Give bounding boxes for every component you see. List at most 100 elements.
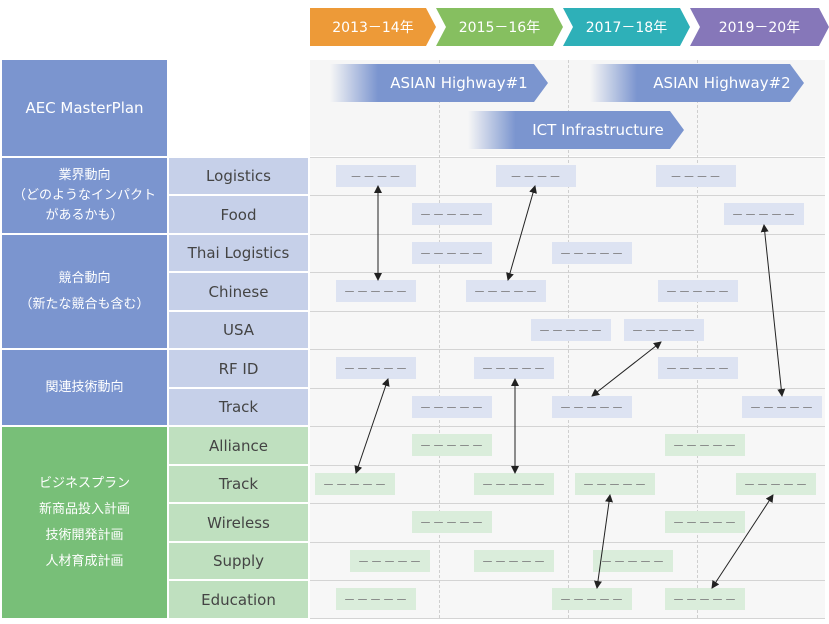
category-industry: 業界動向 （どのようなインパクト があるかも） [2,158,167,233]
sub-supply: Supply [169,543,308,579]
logistics-item: －－－－ [336,165,416,187]
period-2017-18: 2017－18年 [563,8,690,46]
roadmap-arrow-highway2: ASIAN Highway#2 [590,64,804,102]
logistics-item: －－－－ [656,165,736,187]
sub-label: Track [218,475,259,493]
track-tech-item: －－－－－ [552,396,632,418]
education-item: －－－－－ [665,588,745,610]
supply-item: －－－－－ [350,550,430,572]
row-divider [310,157,825,158]
rfid-item: －－－－－ [336,357,416,379]
connector-arrow [506,185,537,281]
roadmap-arrow-ict: ICT Infrastructure [468,111,684,149]
category-label: ビジネスプラン [38,475,130,491]
thai-logistics-item: －－－－－ [412,242,492,264]
sub-label: Supply [212,552,265,570]
category-label: があるかも） [45,207,124,223]
category-label: 関連技術動向 [45,379,124,395]
row-divider [310,580,825,581]
sub-thai-logistics: Thai Logistics [169,235,308,271]
row-divider [310,426,825,427]
row-divider [310,465,825,466]
sub-track-tech: Track [169,389,308,425]
wireless-item: －－－－－ [412,511,492,533]
connector-arrow [354,378,390,474]
connector-arrow [711,494,774,589]
sub-wireless: Wireless [169,504,308,541]
track-biz-item: －－－－－ [315,473,395,495]
period-2019-20: 2019－20年 [690,8,829,46]
chinese-item: －－－－－ [466,280,546,302]
row-divider [310,503,825,504]
sub-alliance: Alliance [169,427,308,464]
period-label: 2019－20年 [718,20,801,36]
alliance-item: －－－－－ [665,434,745,456]
sub-label: Thai Logistics [187,244,290,262]
usa-item: －－－－－ [624,319,704,341]
rfid-item: －－－－－ [474,357,554,379]
roadmap-label: ASIAN Highway#1 [390,74,528,92]
sub-food: Food [169,196,308,233]
period-label: 2015－16年 [458,20,541,36]
food-item: －－－－－ [412,203,492,225]
period-divider [439,60,440,618]
chinese-item: －－－－－ [336,280,416,302]
roadmap-arrow-highway1: ASIAN Highway#1 [330,64,548,102]
sub-chinese: Chinese [169,273,308,310]
track-tech-item: －－－－－ [742,396,822,418]
category-label: 人材育成計画 [45,553,124,569]
row-divider [310,234,825,235]
category-aec: AEC MasterPlan [2,60,167,156]
connector-arrow [760,224,786,397]
sub-label: Chinese [208,282,269,301]
track-biz-item: －－－－－ [736,473,816,495]
rfid-item: －－－－－ [658,357,738,379]
category-label: 新商品投入計画 [38,501,130,517]
category-label: 業界動向 [58,167,111,183]
sub-label: RF ID [218,359,259,378]
period-2013-14: 2013－14年 [310,8,436,46]
connector-arrow [594,494,613,589]
roadmap-label: ICT Infrastructure [532,121,664,139]
education-item: －－－－－ [552,588,632,610]
sub-label: Education [201,590,276,609]
period-2015-16: 2015－16年 [436,8,563,46]
sub-label: Logistics [206,167,271,185]
roadmap-label: ASIAN Highway#2 [653,74,791,92]
category-label: 競合動向 [58,270,111,286]
sub-usa: USA [169,312,308,348]
row-divider [310,272,825,273]
usa-item: －－－－－ [531,319,611,341]
sub-education: Education [169,581,308,618]
category-competition: 競合動向 （新たな競合も含む） [2,235,167,348]
row-divider [310,349,825,350]
track-biz-item: －－－－－ [474,473,554,495]
connector-arrow [591,341,662,397]
sub-label: USA [222,321,255,339]
period-label: 2017－18年 [585,20,668,36]
thai-logistics-item: －－－－－ [552,242,632,264]
track-tech-item: －－－－－ [412,396,492,418]
sub-logistics: Logistics [169,158,308,194]
category-label: （新たな競合も含む） [19,296,150,312]
alliance-item: －－－－－ [412,434,492,456]
period-label: 2013－14年 [332,20,414,36]
category-label: （どのようなインパクト [12,187,156,203]
row-divider [310,388,825,389]
sub-label: Food [220,205,257,224]
row-divider [310,311,825,312]
supply-item: －－－－－ [593,550,673,572]
category-label: 技術開発計画 [45,527,124,543]
food-item: －－－－－ [724,203,804,225]
sub-label: Track [218,398,259,416]
category-business: ビジネスプラン 新商品投入計画 技術開発計画 人材育成計画 [2,427,167,618]
category-tech: 関連技術動向 [2,350,167,425]
row-divider [310,618,825,619]
supply-item: －－－－－ [474,550,554,572]
sub-label: Wireless [207,513,270,532]
sub-track-biz: Track [169,466,308,502]
sub-label: Alliance [209,436,268,455]
education-item: －－－－－ [336,588,416,610]
sub-rfid: RF ID [169,350,308,387]
